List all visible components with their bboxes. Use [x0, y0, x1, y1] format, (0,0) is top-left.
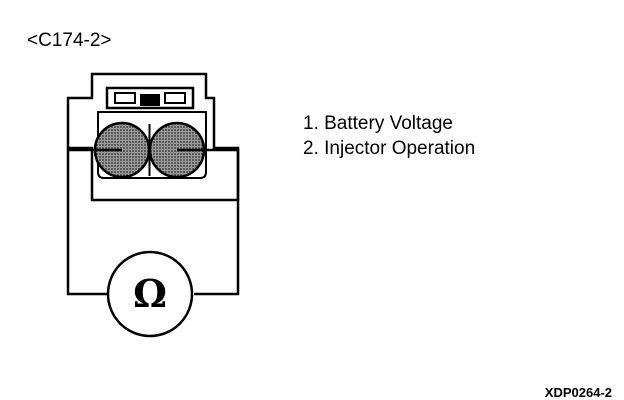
- locking-tab-slot-right: [164, 92, 186, 104]
- locking-tab-slot-center: [140, 94, 160, 106]
- locking-tab-slot-left: [114, 92, 136, 104]
- ohmmeter: [106, 250, 194, 338]
- pin-list-item-1: 1. Battery Voltage: [303, 113, 453, 134]
- pin-list: 1. Battery Voltage 2. Injector Operation: [303, 111, 475, 161]
- connector-label: <C174-2>: [27, 30, 112, 51]
- probe-wire-1: [66, 148, 122, 296]
- ohm-symbol: Ω: [133, 271, 167, 316]
- pin-list-item-2: 2. Injector Operation: [303, 138, 476, 159]
- figure-code: XDP0264-2: [544, 385, 612, 400]
- connector-cavity: [97, 111, 207, 179]
- probe-wire-2: [177, 148, 240, 296]
